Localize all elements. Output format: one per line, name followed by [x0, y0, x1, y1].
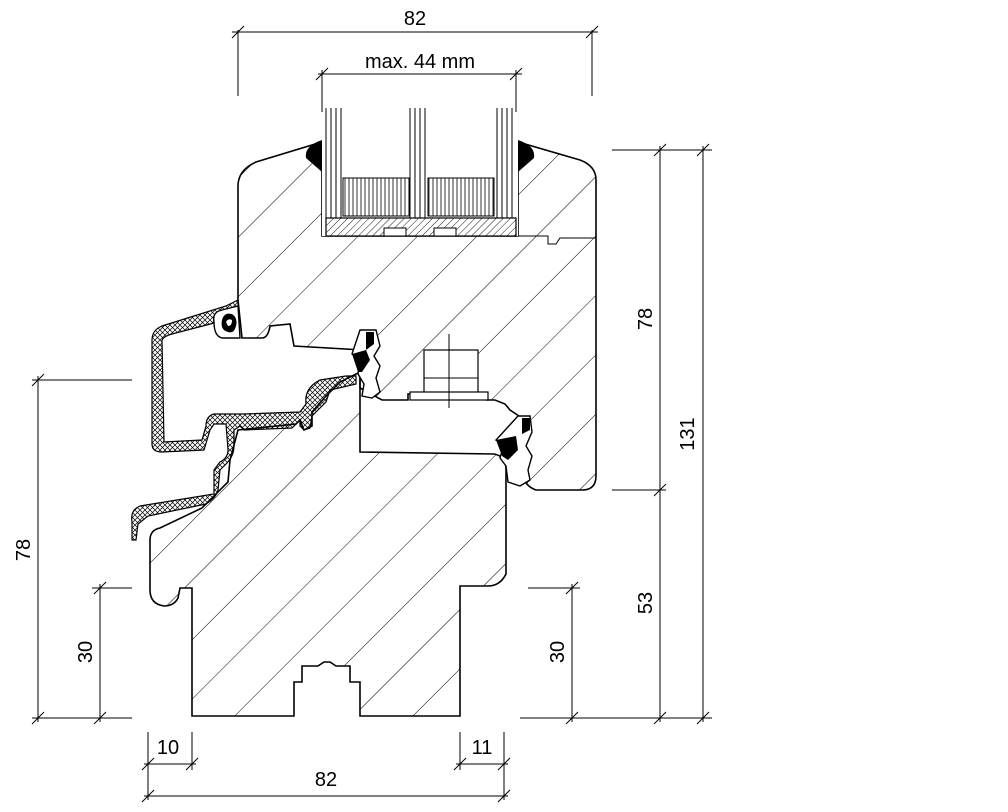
spacer-left	[342, 177, 410, 217]
dimension-lines	[31, 25, 712, 803]
dim-bottom-left-offset: 10	[157, 737, 179, 759]
dim-bottom-right-offset: 11	[472, 737, 493, 759]
frame-seal-outer	[494, 415, 533, 487]
dim-right-total: 131	[677, 417, 699, 450]
dim-right-rebate: 30	[547, 641, 569, 663]
glazing-bead-joint	[518, 235, 596, 245]
dim-left-rebate: 30	[75, 641, 97, 663]
frame-profile	[149, 370, 507, 717]
dim-left-height: 78	[13, 539, 35, 561]
frame-seal-inner	[351, 329, 381, 399]
glazing-seal-right	[518, 140, 535, 172]
dim-right-lower: 53	[635, 592, 657, 614]
dim-bottom-width: 82	[315, 769, 337, 791]
dim-right-upper: 78	[635, 308, 657, 330]
spacer-right	[427, 177, 495, 217]
weather-bar-profile	[131, 299, 357, 541]
glazing-unit	[305, 108, 535, 237]
dim-glass-max: max. 44 mm	[365, 51, 475, 73]
glazing-seal-left	[305, 140, 322, 172]
dim-top-width: 82	[404, 8, 426, 30]
setting-block	[325, 217, 517, 237]
fitting-block	[409, 334, 489, 408]
